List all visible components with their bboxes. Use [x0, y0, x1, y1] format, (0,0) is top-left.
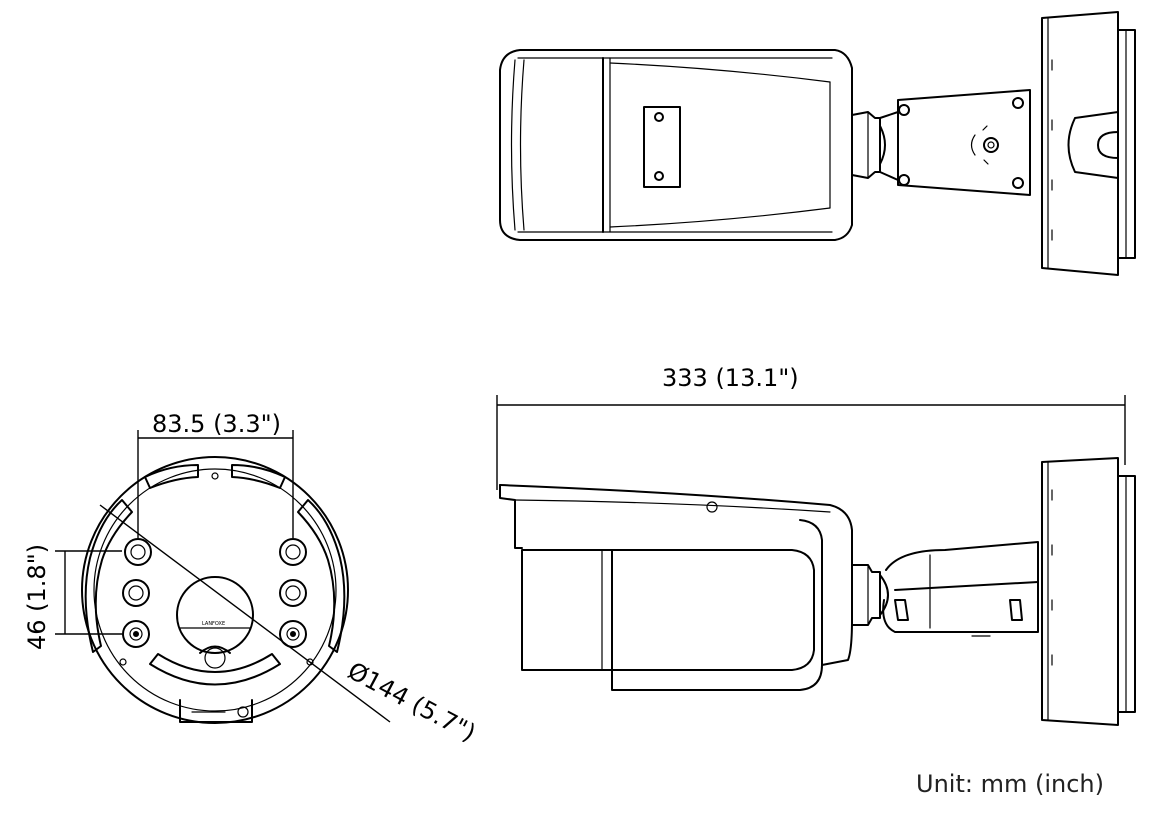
mount-base-view: LANFOXE [81, 456, 391, 724]
unit-note: Unit: mm (inch) [916, 770, 1104, 798]
camera-top-view [499, 11, 1136, 276]
base-width-label: 83.5 (3.3") [152, 410, 281, 438]
base-brand-label: LANFOXE [202, 621, 225, 627]
base-width-dimension: 83.5 (3.3") [137, 410, 294, 538]
length-dimension: 333 (13.1") [496, 364, 1126, 490]
overall-length-label: 333 (13.1") [662, 364, 799, 392]
camera-side-view [499, 457, 1136, 726]
hole-spacing-label: 46 (1.8") [23, 544, 51, 650]
hole-spacing-dimension: 46 (1.8") [23, 544, 122, 650]
